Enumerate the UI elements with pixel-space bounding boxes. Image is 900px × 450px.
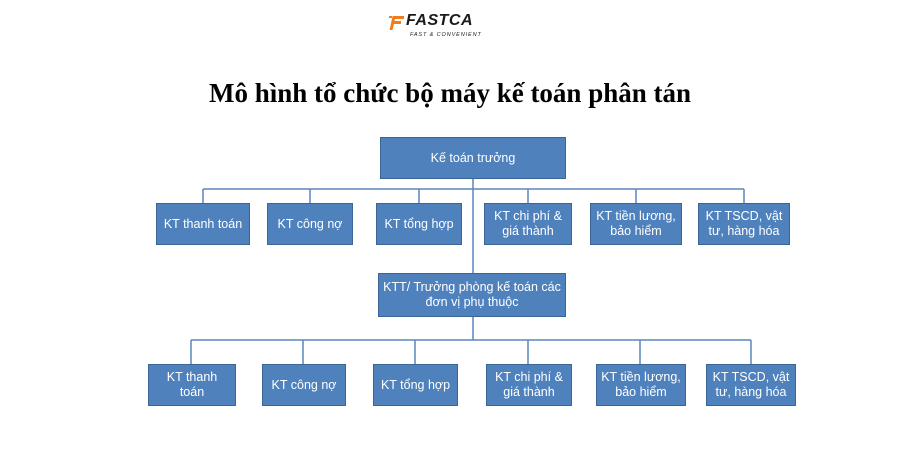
brand-tagline: FAST & CONVENIENT [410,32,482,38]
fastca-logo-icon [389,16,404,30]
brand-logo: FASTCA FAST & CONVENIENT [388,12,508,42]
root-node-ke-toan-truong: Kế toán trưởng [380,137,566,179]
level2-node-kt-cong-no: KT công nợ [262,364,346,406]
level2-node-kt-thanh-toan: KT thanh toán [148,364,236,406]
level1-node-kt-cong-no: KT công nợ [267,203,353,245]
level1-node-kt-tien-luong: KT tiền lương, bảo hiểm [590,203,682,245]
sub-head-node-ktt: KTT/ Trưởng phòng kế toán các đơn vị phụ… [378,273,566,317]
level1-node-kt-tong-hop: KT tổng hợp [376,203,462,245]
diagram-title: Mô hình tổ chức bộ máy kế toán phân tán [208,78,692,108]
level2-node-kt-tong-hop: KT tổng hợp [373,364,458,406]
level1-node-kt-chi-phi: KT chi phí & giá thành [484,203,572,245]
level2-node-kt-chi-phi: KT chi phí & giá thành [486,364,572,406]
level1-node-kt-tscd: KT TSCD, vật tư, hàng hóa [698,203,790,245]
level2-node-kt-tscd: KT TSCD, vật tư, hàng hóa [706,364,796,406]
brand-name: FASTCA [406,12,473,29]
level2-node-kt-tien-luong: KT tiền lương, bảo hiểm [596,364,686,406]
level1-node-kt-thanh-toan: KT thanh toán [156,203,250,245]
